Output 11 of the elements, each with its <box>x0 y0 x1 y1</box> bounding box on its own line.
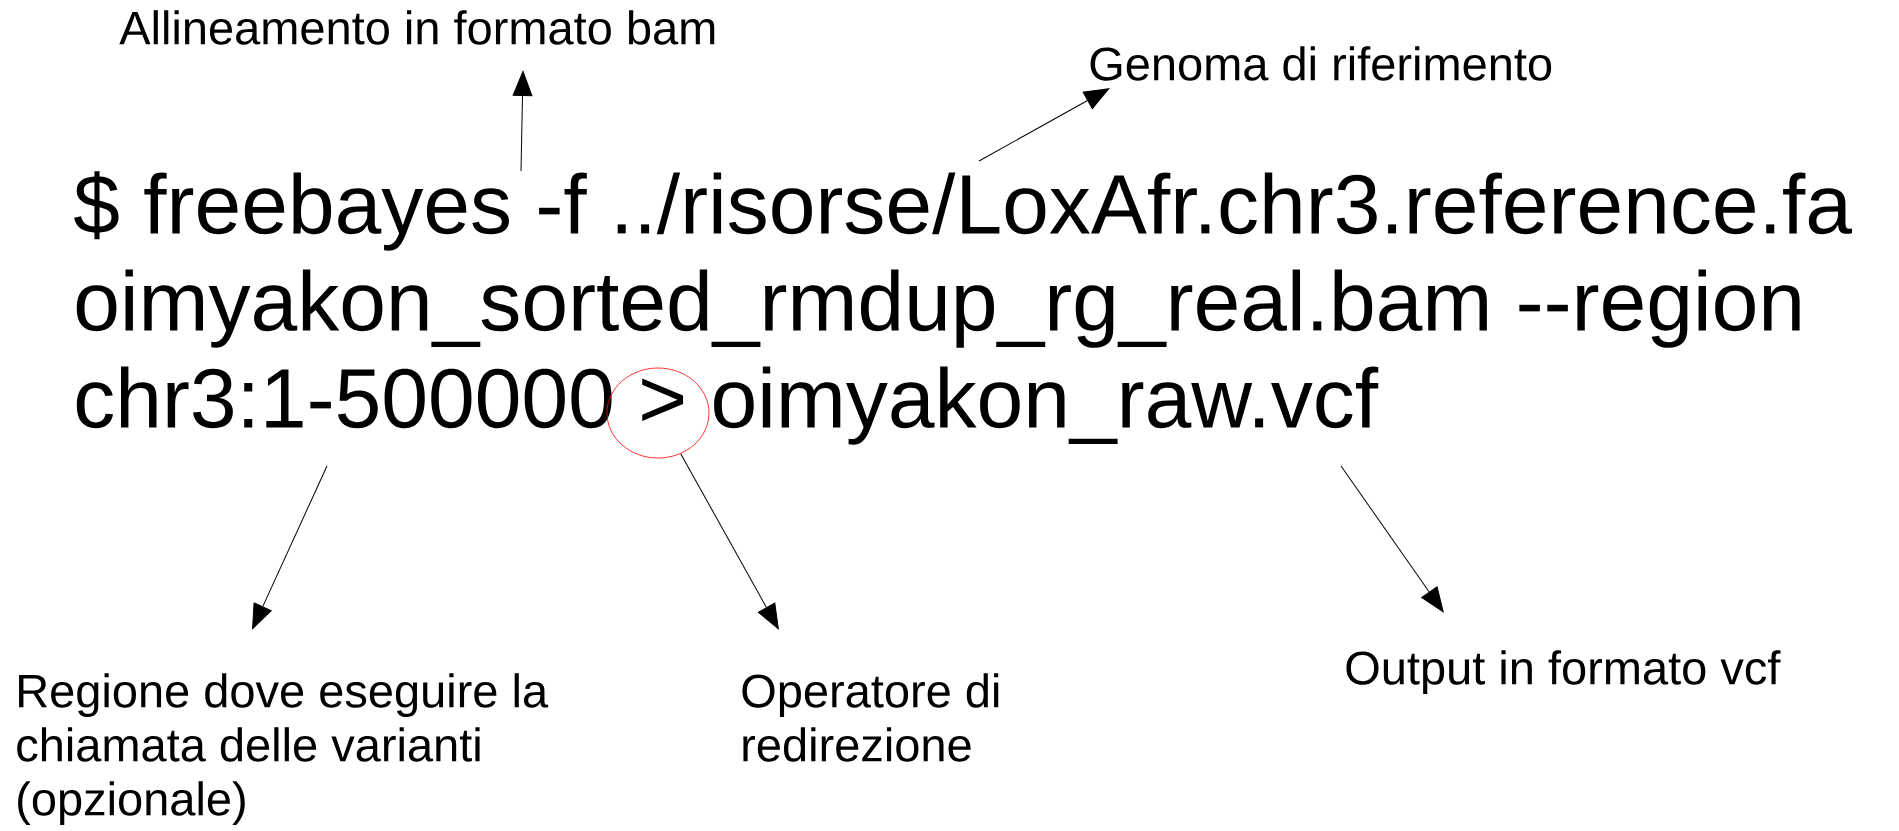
annotation-text: Genoma di riferimento <box>1090 46 1552 81</box>
arrow <box>252 465 328 630</box>
arrow <box>680 453 779 630</box>
annotation-text: Allineamento in formato bam <box>119 10 715 45</box>
arrow <box>978 88 1110 162</box>
command-text: $ freebayes -f ../risorse/LoxAfr.chr3.reference.fa oimyakon_sorted_rmdup_rg_real.bam --region chr3:1-500000 > oimyakon_raw.vcf <box>74 171 1852 445</box>
arrow <box>512 70 533 172</box>
annotation-text: Regione dove eseguire la chiamata delle varianti (opzionale) <box>17 673 549 825</box>
annotation-text: Output in formato vcf <box>1346 650 1781 694</box>
arrow <box>1340 465 1444 613</box>
annotation-text: Operatore di redirezione <box>742 673 999 762</box>
